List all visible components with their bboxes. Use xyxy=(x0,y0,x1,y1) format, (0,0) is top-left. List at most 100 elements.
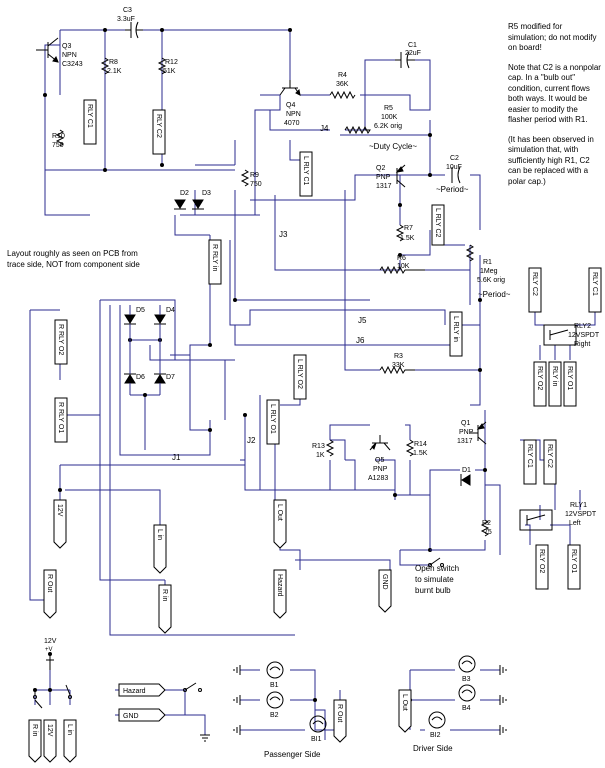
svg-text:RLY O1: RLY O1 xyxy=(570,549,577,573)
q3-name: Q3 xyxy=(62,43,71,50)
svg-text:B3: B3 xyxy=(462,676,471,683)
net-label-rrlyo1: R RLY O1 xyxy=(54,397,68,443)
resistor-r5: R5 100K 6.2K orig xyxy=(344,105,402,135)
svg-text:L Out: L Out xyxy=(276,504,283,521)
r3-name: R3 xyxy=(394,353,403,360)
wire-network xyxy=(29,29,596,735)
net-label-lrlyo2-right: RLY O2 xyxy=(535,544,549,590)
net-label-lrlyo1: L RLY O1 xyxy=(266,399,280,445)
connector-12v-bottom: 12V xyxy=(43,719,57,763)
net-label-lrlyc1-right: RLY C1 xyxy=(523,439,537,485)
driver-side-caption: Driver Side xyxy=(413,744,453,753)
q3-part: C3243 xyxy=(62,61,83,68)
r12-name: R12 xyxy=(165,59,178,66)
r13-name: R13 xyxy=(312,443,325,450)
r5-orig: 6.2K orig xyxy=(374,123,402,130)
svg-text:BI2: BI2 xyxy=(430,732,441,739)
svg-text:12VSPDT: 12VSPDT xyxy=(565,511,597,518)
transistor-q4: Q4 NPN 4070 xyxy=(279,80,301,127)
q5-part: A1283 xyxy=(368,475,388,482)
q5-type: PNP xyxy=(373,466,388,473)
connector-12v-left: 12V xyxy=(53,499,67,549)
svg-text:L in: L in xyxy=(66,724,73,735)
r5-name: R5 xyxy=(384,105,393,112)
connector-lin-bottom: L in xyxy=(63,719,77,763)
supply-plusv-label: +V xyxy=(45,647,53,653)
net-label-lrlyc1: L RLY C1 xyxy=(299,151,313,197)
q2-name: Q2 xyxy=(376,165,385,172)
net-label-lrlyo1-right: RLY O1 xyxy=(567,544,581,590)
resistor-r1: R1 1Meg 5.6K orig xyxy=(465,244,505,284)
r14-value: 1.5K xyxy=(413,450,428,457)
connector-lout-bottom: L Out xyxy=(398,689,412,733)
transistor-q1: Q1 PNP 1317 xyxy=(457,420,487,445)
svg-text:D5: D5 xyxy=(136,307,145,314)
svg-text:RLY C1: RLY C1 xyxy=(526,444,533,468)
net-label-rrlyc2-right: RLY C2 xyxy=(528,267,542,313)
svg-text:L RLY C1: L RLY C1 xyxy=(302,156,309,186)
svg-text:B1: B1 xyxy=(270,682,279,689)
q2-part: 1317 xyxy=(376,183,392,190)
transistor-q3: Q3 NPN C3243 xyxy=(36,37,83,68)
relay-rly1: RLY1 12VSPDT Left xyxy=(519,502,597,531)
connector-rout-bottom: R Out xyxy=(333,699,347,743)
c2-name: C2 xyxy=(450,155,459,162)
resistor-r2: R2 75 xyxy=(480,519,492,537)
resistor-r8: R8 2.1K xyxy=(100,57,122,75)
ground-symbols-passenger xyxy=(233,665,241,735)
svg-text:Right: Right xyxy=(574,341,590,348)
svg-text:RLY C2: RLY C2 xyxy=(531,272,538,296)
r2-value: 75 xyxy=(484,529,492,536)
connector-rout-mid: R Out xyxy=(43,569,57,619)
q5-name: Q5 xyxy=(375,457,384,464)
period-label-c2: ~Period~ xyxy=(436,185,469,194)
r14-name: R14 xyxy=(414,441,427,448)
bulb-b2: B2 xyxy=(266,691,284,719)
capacitor-c2: C2 10uF xyxy=(446,155,462,184)
connector-lin-mid: L in xyxy=(153,524,167,574)
svg-text:RLY O2: RLY O2 xyxy=(538,549,545,573)
net-label-rrlyin: R RLY in xyxy=(208,239,222,285)
jumper-j6: J6 xyxy=(356,336,365,345)
c1-name: C1 xyxy=(408,42,417,49)
svg-text:D1: D1 xyxy=(462,467,471,474)
r6-value: 10K xyxy=(397,263,410,270)
supply-12v-symbol xyxy=(46,652,54,670)
svg-text:L RLY C2: L RLY C2 xyxy=(434,208,441,238)
svg-text:Left: Left xyxy=(569,520,581,527)
bulb-b1: B1 xyxy=(266,661,284,689)
passenger-side-caption: Passenger Side xyxy=(264,750,321,759)
switch-right-supply xyxy=(65,684,72,699)
diode-d4: D4 xyxy=(154,307,175,325)
layout-note-line1: Layout roughly as seen on PCB from xyxy=(7,249,138,258)
connector-lout-mid: L Out xyxy=(273,499,287,549)
q4-type: NPN xyxy=(286,111,301,118)
bulb-b4: B4 xyxy=(458,684,476,712)
r13-value: 1K xyxy=(316,452,325,459)
r5-value: 100K xyxy=(381,114,398,121)
svg-text:L RLY O1: L RLY O1 xyxy=(269,404,276,434)
svg-text:D6: D6 xyxy=(136,374,145,381)
resistor-r14: R14 1.5K xyxy=(405,439,428,457)
supply-12v-label: 12V xyxy=(44,638,57,645)
switch-note-line3: burnt bulb xyxy=(415,586,451,595)
junction-dots xyxy=(33,28,487,702)
net-label-rrlyc1-right: RLY C1 xyxy=(588,267,602,313)
svg-text:R in: R in xyxy=(31,724,38,737)
q4-part: 4070 xyxy=(284,120,300,127)
notes-block: R5 modified for simulation; do not modif… xyxy=(508,22,602,196)
svg-text:BI1: BI1 xyxy=(311,736,322,743)
svg-text:Hazard: Hazard xyxy=(276,574,283,597)
resistor-r10: R10 750 xyxy=(52,129,65,149)
connector-hazard-bottom: Hazard xyxy=(118,683,166,697)
svg-text:R Out: R Out xyxy=(336,704,343,722)
connector-rin-bottom: R in xyxy=(28,719,42,763)
r8-value: 2.1K xyxy=(107,68,122,75)
net-label-rrlyin-right: RLY in xyxy=(548,361,562,407)
layout-note-line2: trace side, NOT from component side xyxy=(7,260,140,269)
q3-type: NPN xyxy=(62,52,77,59)
q2-type: PNP xyxy=(376,174,391,181)
r6-name: R6 xyxy=(397,255,406,262)
net-label-lrlyc2-right: RLY C2 xyxy=(543,439,557,485)
